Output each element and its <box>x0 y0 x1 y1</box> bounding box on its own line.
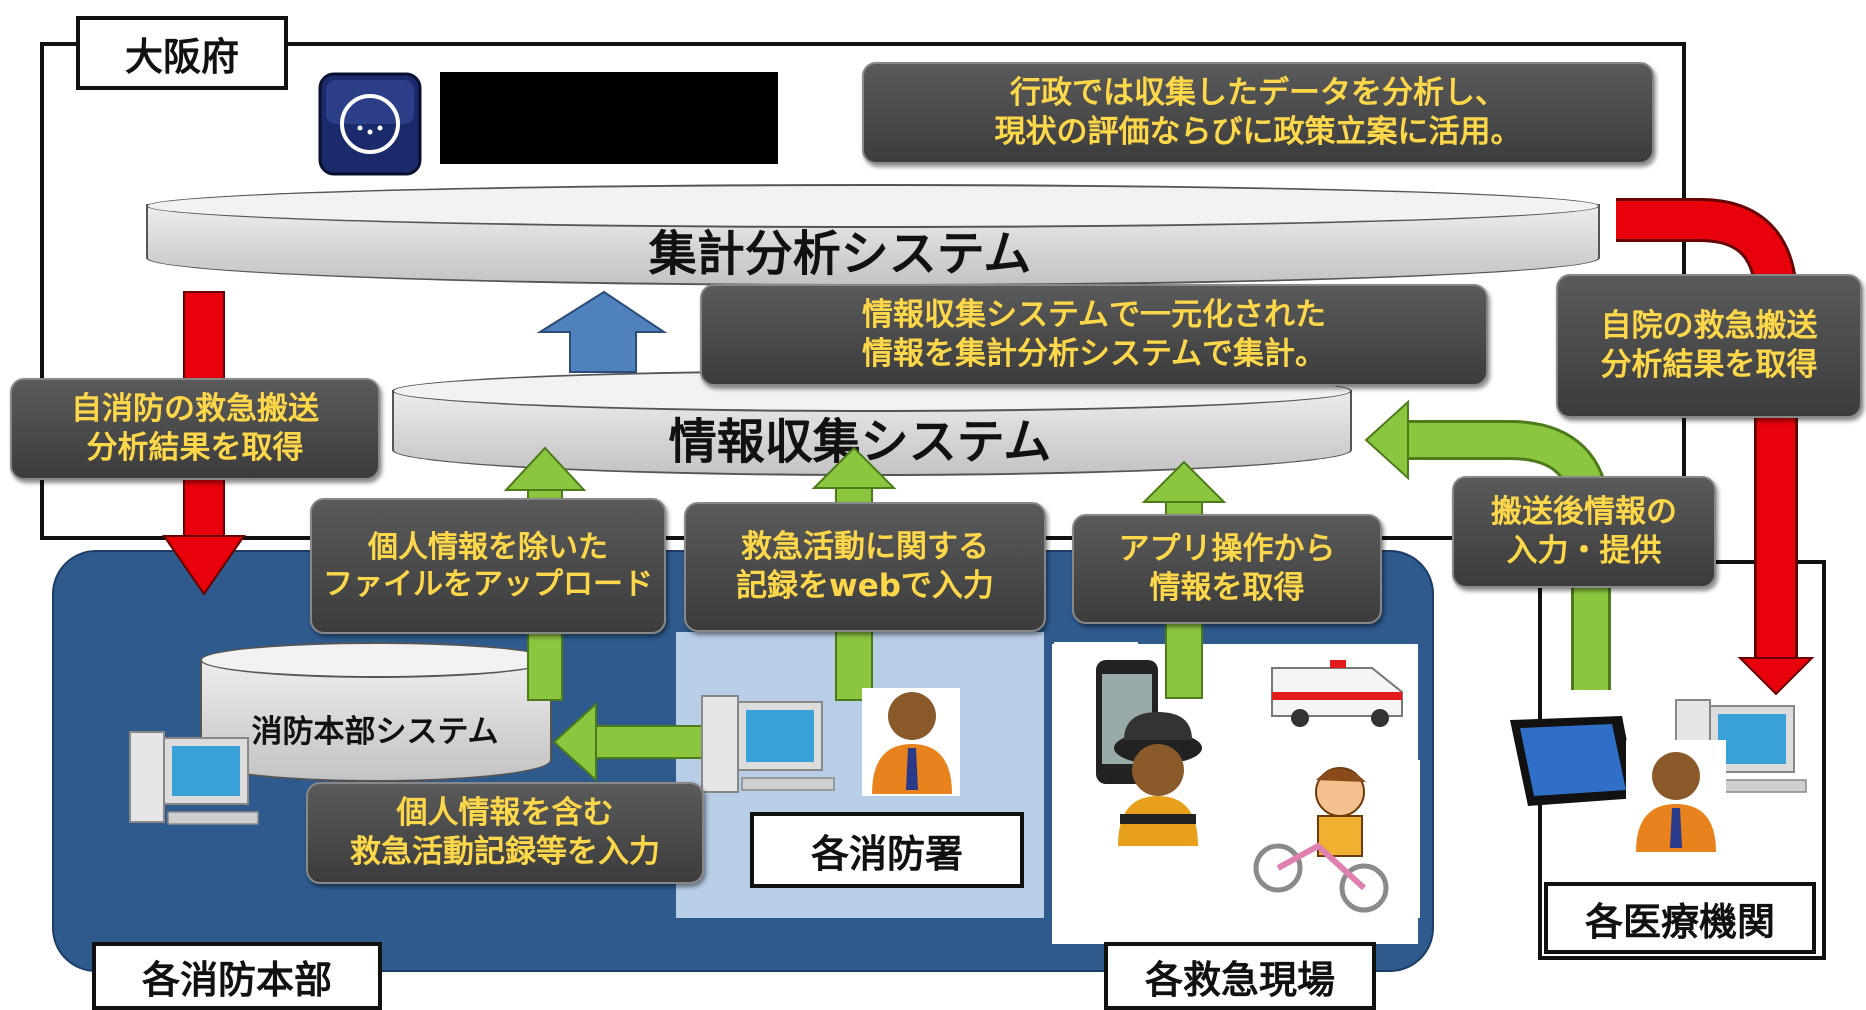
redacted-bar <box>440 72 778 164</box>
accident-scene-icon <box>1244 760 1420 918</box>
upload-note: 個人情報を除いた ファイルをアップロード <box>310 498 666 634</box>
hq-computer-icon <box>129 731 259 825</box>
post-transport-line-2: 入力・提供 <box>1506 533 1662 569</box>
collection-note: 情報収集システムで一元化された 情報を集計分析システムで集計。 <box>700 284 1488 386</box>
web-input-note: 救急活動に関する 記録をwebで入力 <box>684 502 1046 632</box>
green-arrow-to-hq-system <box>552 701 721 783</box>
fd-results-note: 自消防の救急搬送 分析結果を取得 <box>10 378 380 480</box>
hq-system-label: 消防本部システム <box>251 713 499 750</box>
station-computer-icon <box>701 695 835 793</box>
hospital-results-line-2: 分析結果を取得 <box>1600 347 1818 383</box>
upload-note-line-1: 個人情報を除いた <box>368 529 608 565</box>
app-note-line-1: アプリ操作から <box>1118 531 1336 568</box>
record-input-note: 個人情報を含む 救急活動記録等を入力 <box>306 782 704 884</box>
tablet-icon <box>1510 716 1638 806</box>
web-input-line-2: 記録をwebで入力 <box>736 568 994 604</box>
emergency-site-label: 各救急現場 <box>1104 942 1376 1010</box>
firefighter-icon <box>1114 712 1202 846</box>
hospital-results-line-1: 自院の救急搬送 <box>1600 308 1818 345</box>
fire-hq-label: 各消防本部 <box>92 942 382 1010</box>
collection-note-line-1: 情報収集システムで一元化された <box>861 297 1327 334</box>
hq-system-top <box>200 642 552 678</box>
hospital-results-note: 自院の救急搬送 分析結果を取得 <box>1556 274 1862 418</box>
post-transport-line-1: 搬送後情報の <box>1491 494 1677 531</box>
hospital-label: 各医療機関 <box>1544 882 1816 954</box>
fd-results-line-2: 分析結果を取得 <box>86 430 304 466</box>
aggregation-system-top <box>146 184 1600 228</box>
record-input-line-2: 救急活動記録等を入力 <box>350 834 660 870</box>
hospital-person-icon <box>1626 740 1726 852</box>
fire-station-label: 各消防署 <box>750 812 1024 888</box>
hq-system-body <box>200 660 552 782</box>
web-input-line-1: 救急活動に関する <box>741 529 989 566</box>
admin-note-line-2: 現状の評価ならびに政策立案に活用。 <box>994 114 1522 150</box>
post-transport-note: 搬送後情報の 入力・提供 <box>1452 476 1716 588</box>
record-input-line-1: 個人情報を含む <box>396 795 614 832</box>
admin-note: 行政では収集したデータを分析し、 現状の評価ならびに政策立案に活用。 <box>862 62 1654 164</box>
ambulance-icon <box>1268 656 1414 727</box>
aggregation-system-label: 集計分析システム <box>648 226 1032 282</box>
fd-results-line-1: 自消防の救急搬送 <box>71 391 319 428</box>
collection-note-line-2: 情報を集計分析システムで集計。 <box>861 336 1327 372</box>
app-note: アプリ操作から 情報を取得 <box>1072 514 1382 624</box>
prefecture-label: 大阪府 <box>76 16 288 90</box>
blue-arrow-up <box>536 290 668 373</box>
logo-icon <box>318 72 422 176</box>
admin-note-line-1: 行政では収集したデータを分析し、 <box>1010 75 1506 112</box>
upload-note-line-2: ファイルをアップロード <box>323 567 653 602</box>
app-note-line-2: 情報を取得 <box>1149 570 1305 606</box>
station-person-icon <box>862 688 960 796</box>
